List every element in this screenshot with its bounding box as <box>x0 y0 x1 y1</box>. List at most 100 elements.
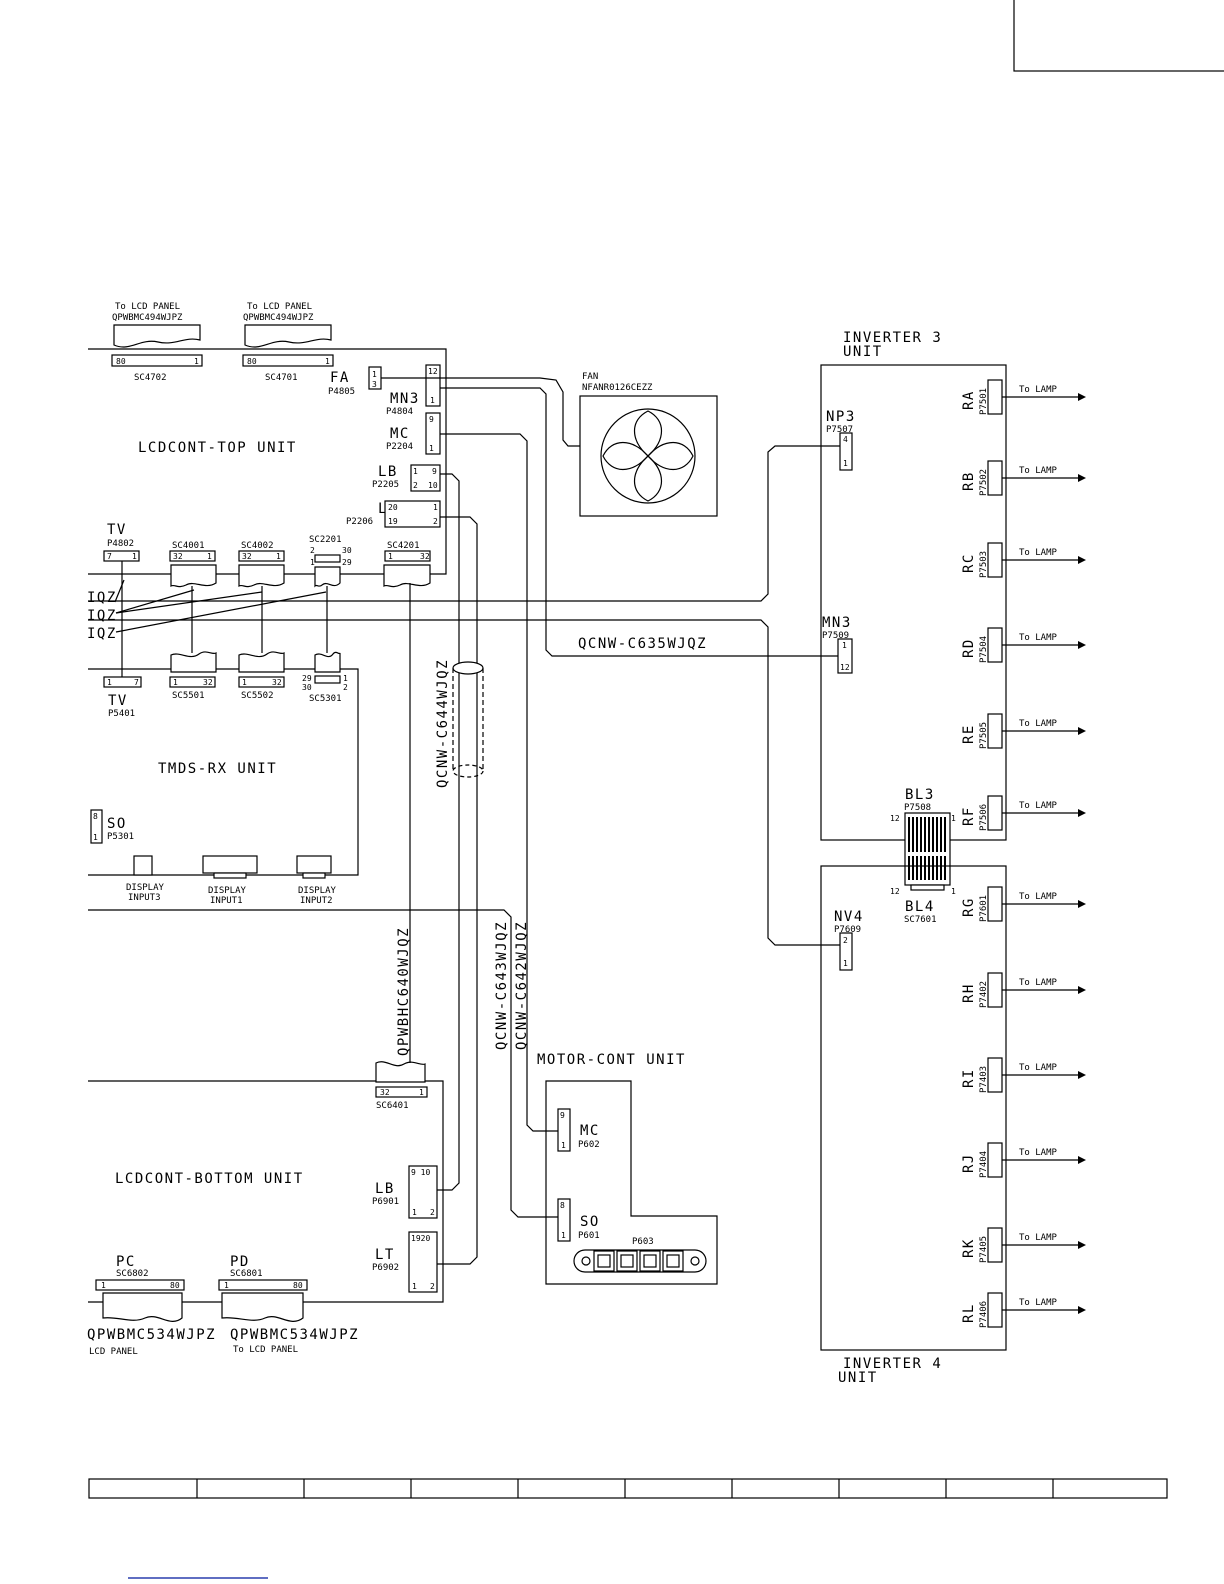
lamp-connector-rl <box>987 1292 1003 1328</box>
lamp-label: To LAMP <box>1019 719 1058 729</box>
lamp-label: To LAMP <box>1019 978 1058 988</box>
connector-sc5301: 29 1 30 2 SC5301 <box>302 651 348 704</box>
svg-text:9: 9 <box>432 467 437 476</box>
svg-text:IQZ: IQZ <box>87 608 117 624</box>
svg-text:MN3: MN3 <box>822 615 852 631</box>
connector-pc-sc6802: PC SC6802 1 80 QPWBMC534WJPZ LCD PANEL <box>87 1254 215 1357</box>
connector-mn3-p7509: MN3 P7509 1 12 <box>822 615 853 674</box>
svg-text:TV: TV <box>107 522 127 538</box>
connector-pd-sc6801: PD SC6801 1 80 QPWBMC534WJPZ To LCD PANE… <box>218 1254 358 1355</box>
svg-text:To LCD PANEL: To LCD PANEL <box>233 1345 298 1355</box>
lamp-name-rf: RF <box>961 806 977 826</box>
svg-text:SC6401: SC6401 <box>376 1101 409 1111</box>
svg-text:PC: PC <box>116 1254 136 1270</box>
lamp-label: To LAMP <box>1019 1233 1058 1243</box>
svg-text:BL3: BL3 <box>905 787 935 803</box>
arrow-icon <box>1078 1071 1086 1079</box>
svg-text:FAN: FAN <box>582 372 598 382</box>
arrow-icon <box>1078 727 1086 735</box>
svg-text:NV4: NV4 <box>834 909 864 925</box>
cable-label-c642: QCNW-C642WJQZ <box>514 921 530 1050</box>
lamp-label: To LAMP <box>1019 633 1058 643</box>
svg-text:1920: 1920 <box>411 1234 430 1243</box>
svg-text:P2205: P2205 <box>372 480 399 490</box>
lamp-connector-ri <box>987 1057 1003 1093</box>
cable-label-c635: QCNW-C635WJQZ <box>578 636 707 652</box>
svg-text:SC4702: SC4702 <box>134 373 167 383</box>
svg-text:7: 7 <box>107 552 112 561</box>
connector-lb-p6901: LB P6901 9 10 1 2 <box>372 1165 438 1219</box>
svg-text:P7508: P7508 <box>904 803 931 813</box>
svg-text:To LCD PANEL: To LCD PANEL <box>115 302 180 312</box>
lamp-ref-ri: P7403 <box>979 1066 989 1093</box>
svg-text:SC2201: SC2201 <box>309 535 342 545</box>
svg-text:2: 2 <box>430 1208 435 1217</box>
connector-tv-p5401: 1 7 TV P5401 <box>103 676 142 719</box>
cable-label-c644: QCNW-C644WJQZ <box>435 659 451 788</box>
cable-label-c643: QCNW-C643WJQZ <box>494 921 510 1050</box>
svg-text:NP3: NP3 <box>826 409 856 425</box>
svg-text:1: 1 <box>224 1281 229 1290</box>
lcdcont-top-label: LCDCONT-TOP UNIT <box>138 440 297 456</box>
svg-text:9 10: 9 10 <box>411 1168 430 1177</box>
cable-label-c640: QPWBHC640WJQZ <box>396 927 412 1056</box>
display-input1: DISPLAY INPUT1 <box>202 855 258 906</box>
svg-text:P4804: P4804 <box>386 407 413 417</box>
svg-text:SC4001: SC4001 <box>172 541 205 551</box>
lamp-ref-rf: P7506 <box>979 804 989 831</box>
connector-sc4201: SC4201 1 32 <box>383 541 431 588</box>
connector-so-p5301: 8 1 SO P5301 <box>90 809 134 844</box>
svg-text:1: 1 <box>843 959 848 968</box>
lamp-label: To LAMP <box>1019 1148 1058 1158</box>
svg-text:1: 1 <box>388 552 393 561</box>
svg-text:To LCD PANEL: To LCD PANEL <box>247 302 312 312</box>
lamp-name-rd: RD <box>961 638 977 658</box>
svg-text:INVERTER 3: INVERTER 3 <box>843 330 942 346</box>
lamp-ref-rc: P7503 <box>979 551 989 578</box>
arrow-icon <box>1078 1241 1086 1249</box>
connector-sc5501: 1 32 SC5501 <box>169 651 217 701</box>
svg-text:P7609: P7609 <box>834 925 861 935</box>
svg-text:29: 29 <box>302 674 312 683</box>
svg-text:12: 12 <box>840 663 850 672</box>
svg-text:80: 80 <box>293 1281 303 1290</box>
lamp-connector-rb <box>987 460 1003 496</box>
svg-text:29: 29 <box>342 558 352 567</box>
svg-text:2: 2 <box>843 936 848 945</box>
connector-fa-p4805: FA P4805 1 3 <box>328 366 382 397</box>
svg-text:8: 8 <box>560 1201 565 1210</box>
svg-text:P7507: P7507 <box>826 425 853 435</box>
fan-assembly: FAN NFANR0126CEZZ <box>579 372 718 517</box>
lamp-name-rh: RH <box>961 983 977 1003</box>
svg-text:TMDS-RX UNIT: TMDS-RX UNIT <box>158 761 277 777</box>
arrow-icon <box>1078 1306 1086 1314</box>
connector-lb-p2205: LB P2205 1 9 2 10 <box>372 464 441 492</box>
svg-text:1: 1 <box>93 833 98 842</box>
inverter-3-unit: INVERTER 3 UNIT <box>820 330 1007 841</box>
lamp-name-ra: RA <box>961 390 977 410</box>
svg-text:IQZ: IQZ <box>87 626 117 642</box>
svg-text:SC5301: SC5301 <box>309 694 342 704</box>
svg-text:P2204: P2204 <box>386 442 413 452</box>
arrow-icon <box>1078 986 1086 994</box>
svg-text:3: 3 <box>372 380 377 389</box>
svg-text:QPWBMC494WJPZ: QPWBMC494WJPZ <box>243 313 314 323</box>
svg-text:1: 1 <box>173 678 178 687</box>
svg-text:12: 12 <box>890 887 900 896</box>
svg-text:1: 1 <box>132 552 137 561</box>
svg-text:80: 80 <box>247 357 257 366</box>
svg-text:IQZ: IQZ <box>87 590 117 606</box>
connector-sc4002: SC4002 32 1 <box>238 541 285 588</box>
display-input3: DISPLAY INPUT3 <box>126 855 165 903</box>
lamp-connector-rd <box>987 627 1003 663</box>
svg-text:2: 2 <box>343 683 348 692</box>
arrow-icon <box>1078 809 1086 817</box>
svg-text:SC4701: SC4701 <box>265 373 298 383</box>
svg-text:1: 1 <box>429 444 434 453</box>
connector-p603: P603 <box>573 1237 707 1273</box>
svg-text:30: 30 <box>302 683 312 692</box>
lamp-label: To LAMP <box>1019 385 1058 395</box>
connector-lt-p6902: LT P6902 1920 1 2 <box>372 1231 438 1293</box>
svg-text:LT: LT <box>375 1247 395 1263</box>
svg-text:P601: P601 <box>578 1231 600 1241</box>
